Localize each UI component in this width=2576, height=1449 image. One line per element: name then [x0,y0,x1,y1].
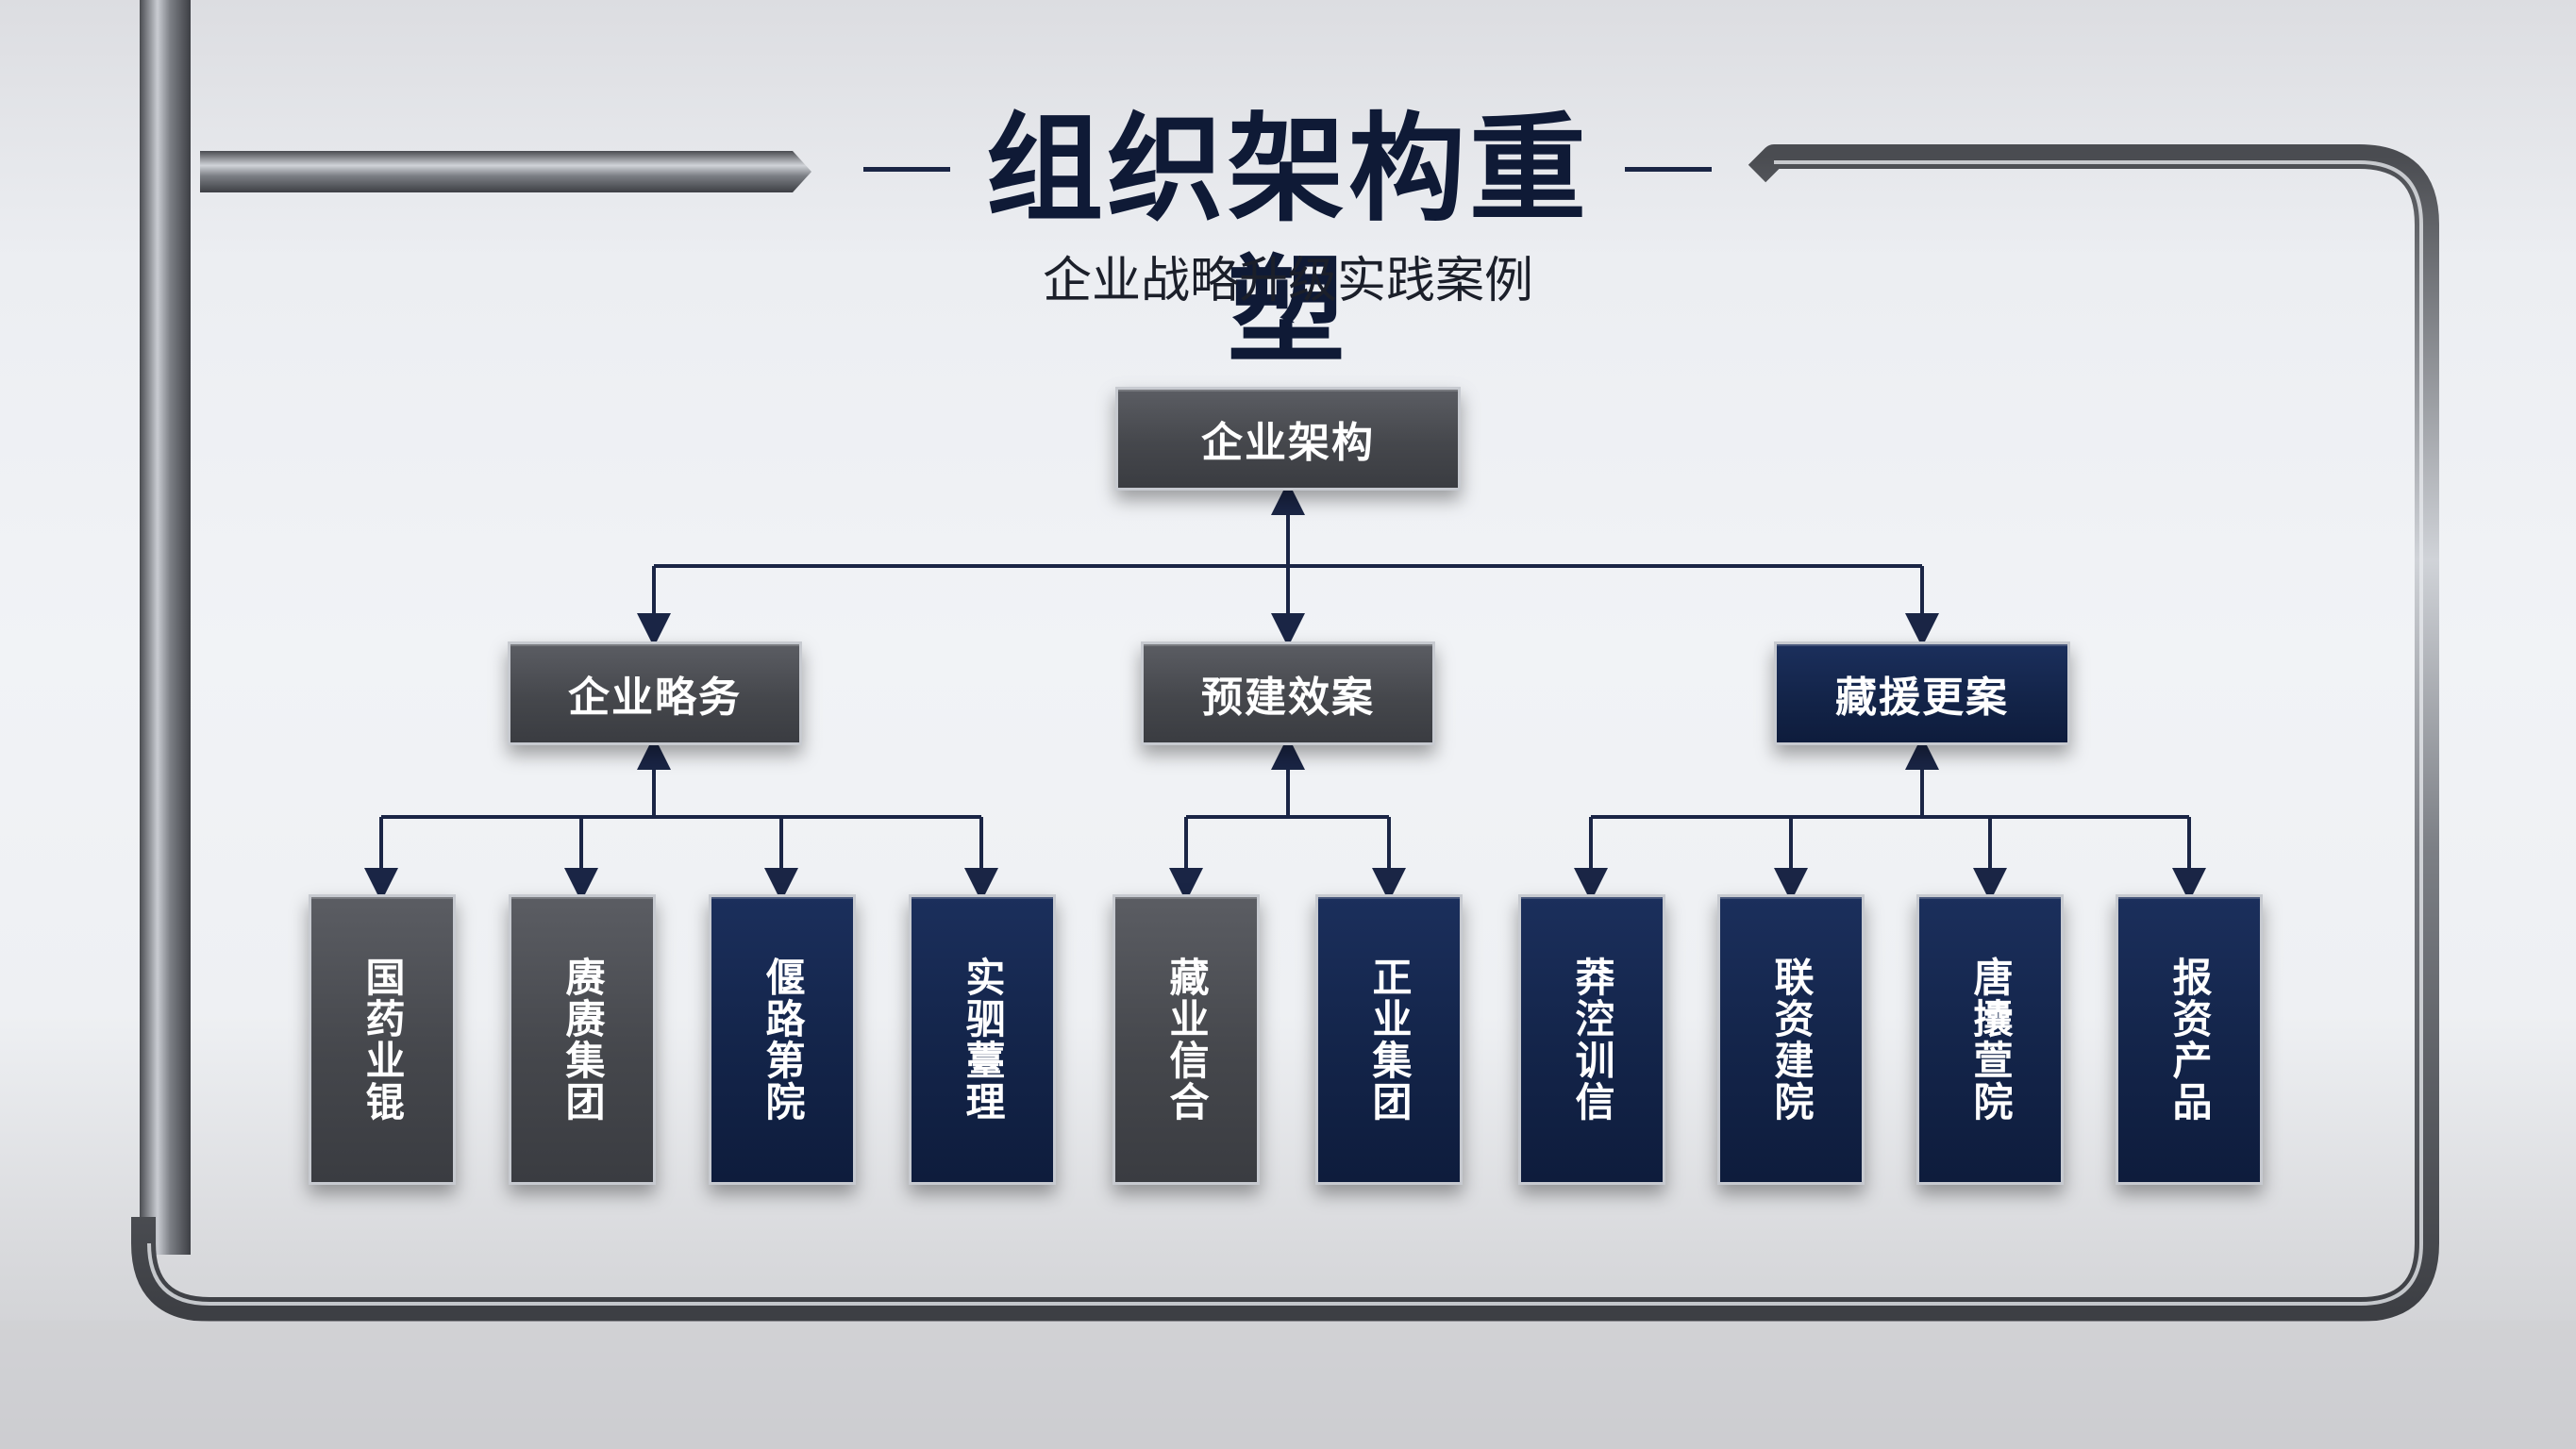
page-title: 组织架构重塑 [985,102,1590,379]
org-node-g3-c3[interactable]: 唐攮萱院 [1916,894,2064,1185]
org-node-g3-c4[interactable]: 报资产品 [2116,894,2263,1185]
org-node-g3-c1[interactable]: 莽涳训信 [1518,894,1665,1185]
title-dash-left [863,167,950,172]
org-node-root[interactable]: 企业架构 [1115,387,1461,491]
org-node-g3-c4-label: 报资产品 [2166,957,2213,1123]
org-node-g1-c2-label: 赓赓集团 [560,957,606,1123]
frame-left-post [140,0,191,1255]
org-node-g3-c3-label: 唐攮萱院 [1967,957,2014,1123]
org-node-group-1[interactable]: 企业略务 [508,641,802,745]
org-node-group-3-label: 藏援更案 [1835,674,2009,722]
page-subtitle: 企业战略升级实践案例 [1042,253,1533,309]
org-node-g3-c2[interactable]: 联资建院 [1717,894,1865,1185]
org-node-root-label: 企业架构 [1201,419,1375,467]
org-node-g1-c2[interactable]: 赓赓集团 [509,894,656,1185]
org-node-group-2[interactable]: 预建效案 [1141,641,1435,745]
frame-right-rail-highlight [147,160,2423,1306]
frame-top-left-bar [200,151,811,192]
org-node-g1-c4[interactable]: 实驷薹理 [909,894,1056,1185]
org-node-g1-c4-label: 实驷薹理 [960,957,1006,1123]
org-node-g2-c1[interactable]: 藏业信合 [1112,894,1260,1185]
org-node-g2-c2-label: 正业集团 [1366,957,1413,1123]
org-node-group-1-label: 企业略务 [568,674,742,722]
org-node-g1-c3-label: 偃路第院 [760,957,806,1123]
org-node-group-3[interactable]: 藏援更案 [1774,641,2070,745]
title-dash-right [1625,167,1712,172]
floor [0,1321,2576,1449]
org-node-g3-c1-label: 莽涳训信 [1569,957,1615,1123]
frame-right-rail [131,144,2439,1322]
org-node-group-2-label: 预建效案 [1201,674,1375,722]
org-node-g1-c1[interactable]: 国药业锟 [309,894,456,1185]
org-node-g1-c3[interactable]: 偃路第院 [709,894,856,1185]
org-node-g1-c1-label: 国药业锟 [360,957,406,1123]
org-node-g3-c2-label: 联资建院 [1768,957,1815,1123]
org-node-g2-c1-label: 藏业信合 [1163,957,1210,1123]
org-node-g2-c2[interactable]: 正业集团 [1315,894,1463,1185]
